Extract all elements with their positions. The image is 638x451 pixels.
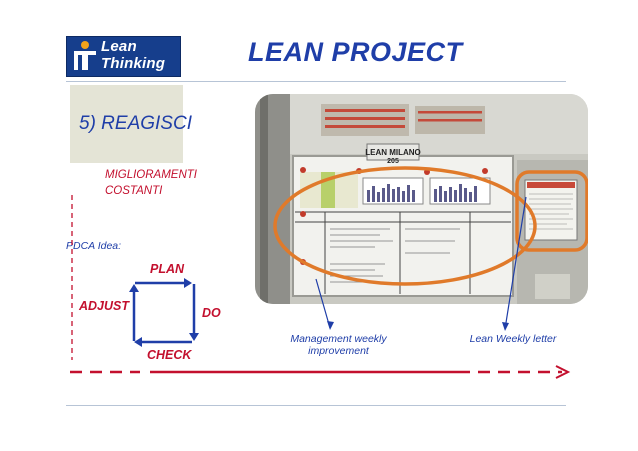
logo-text-thinking: Thinking	[101, 55, 166, 72]
pdca-check: CHECK	[147, 348, 192, 362]
step-box	[70, 85, 183, 163]
board-title: LEAN MILANO	[365, 148, 421, 157]
page-title: LEAN PROJECT	[248, 37, 463, 67]
logo-person-icon	[74, 41, 96, 70]
board-number: 205	[387, 158, 399, 165]
pdca-plan: PLAN	[150, 262, 185, 276]
improvement-text: MIGLIORAMENTI COSTANTI	[105, 167, 197, 199]
management-caption: Management weekly improvement	[276, 333, 401, 357]
lean-thinking-logo: Lean Thinking	[66, 36, 181, 77]
management-caption-line-2: improvement	[308, 345, 369, 357]
pdca-do: DO	[202, 306, 221, 320]
logo-text-lean: Lean	[101, 38, 137, 55]
bottom-divider	[66, 405, 566, 406]
highlight-rect-icon	[515, 170, 588, 252]
highlight-ellipse-icon	[273, 166, 537, 286]
pointer-arrow-icon	[327, 321, 334, 330]
top-divider	[66, 81, 566, 82]
whiteboard-photo: LEAN MILANO 205	[255, 94, 588, 304]
lean-letter-caption: Lean Weekly letter	[469, 333, 557, 345]
pdca-label: PDCA Idea:	[66, 240, 122, 252]
improvement-line-1: MIGLIORAMENTI	[105, 169, 198, 181]
management-caption-line-1: Management weekly	[290, 333, 387, 345]
step-label: 5) REAGISCI	[79, 113, 192, 134]
pdca-adjust: ADJUST	[79, 299, 130, 313]
improvement-line-2: COSTANTI	[105, 185, 163, 197]
